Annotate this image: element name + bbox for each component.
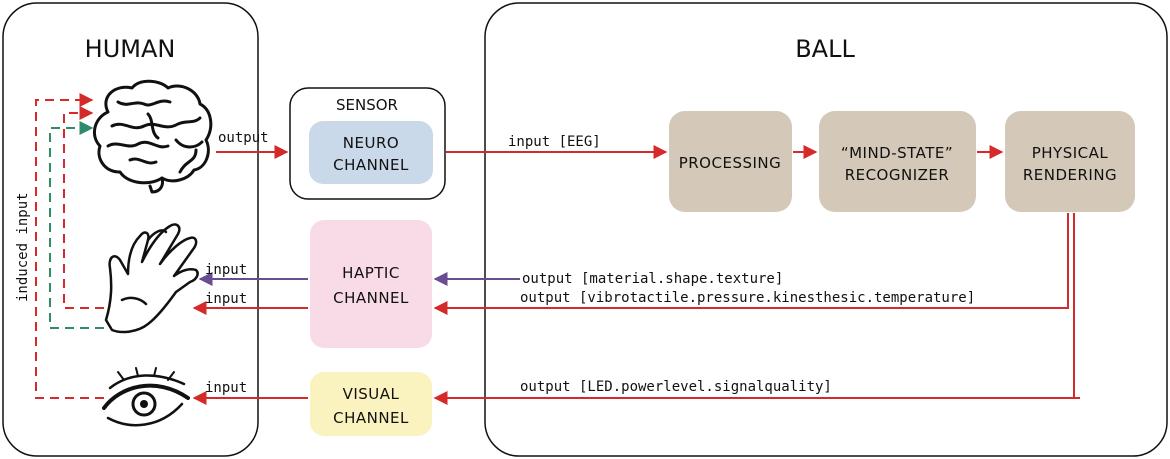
neuro-channel-label-1: NEURO <box>343 134 399 152</box>
haptic-channel-label-2: CHANNEL <box>333 289 409 307</box>
recognizer-label-1: “MIND-STATE” <box>841 144 953 162</box>
induced-red-from-eye <box>35 93 104 399</box>
eye-icon <box>102 367 190 427</box>
recognizer-box <box>819 111 976 212</box>
visual-channel-label-1: VISUAL <box>343 385 400 403</box>
sensor-title: SENSOR <box>336 96 398 114</box>
visual-channel-label-2: CHANNEL <box>333 409 409 427</box>
haptic-channel-label-1: HAPTIC <box>342 264 400 282</box>
rendering-to-visual-arrow <box>433 213 1080 405</box>
induced-green-from-hand <box>49 121 104 329</box>
ball-panel <box>484 2 1168 457</box>
processing-box <box>669 111 792 212</box>
neuro-channel-box <box>309 121 433 184</box>
output-label: output <box>218 130 269 146</box>
recognizer-label-2: RECOGNIZER <box>845 166 950 184</box>
induced-input-label: induced input <box>15 192 31 302</box>
hand-icon <box>104 223 199 334</box>
output-led-label: output [LED.powerlevel.signalquality] <box>520 379 832 395</box>
human-panel <box>2 2 259 457</box>
output-vibro-label: output [vibrotactile.pressure.kinesthesi… <box>520 290 975 306</box>
output-material-label: output [material.shape.texture] <box>522 271 783 287</box>
rendering-box <box>1005 111 1135 212</box>
neuro-channel-label-2: CHANNEL <box>333 156 409 174</box>
brain-icon <box>92 79 213 194</box>
haptic-channel-box <box>310 220 432 348</box>
rendering-label-1: PHYSICAL <box>1032 144 1109 162</box>
input-eeg-label: input [EEG] <box>508 134 601 150</box>
haptic-input-label-1: input <box>205 262 247 278</box>
rendering-label-2: RENDERING <box>1023 166 1117 184</box>
processing-label: PROCESSING <box>679 154 782 172</box>
visual-input-label: input <box>205 380 247 396</box>
visual-channel-box <box>310 372 432 436</box>
rendering-to-haptic-arrow <box>433 213 1069 315</box>
induced-red-from-hand <box>63 106 104 309</box>
human-title: HUMAN <box>85 35 176 63</box>
haptic-input-label-2: input <box>205 291 247 307</box>
ball-title: BALL <box>795 35 855 63</box>
